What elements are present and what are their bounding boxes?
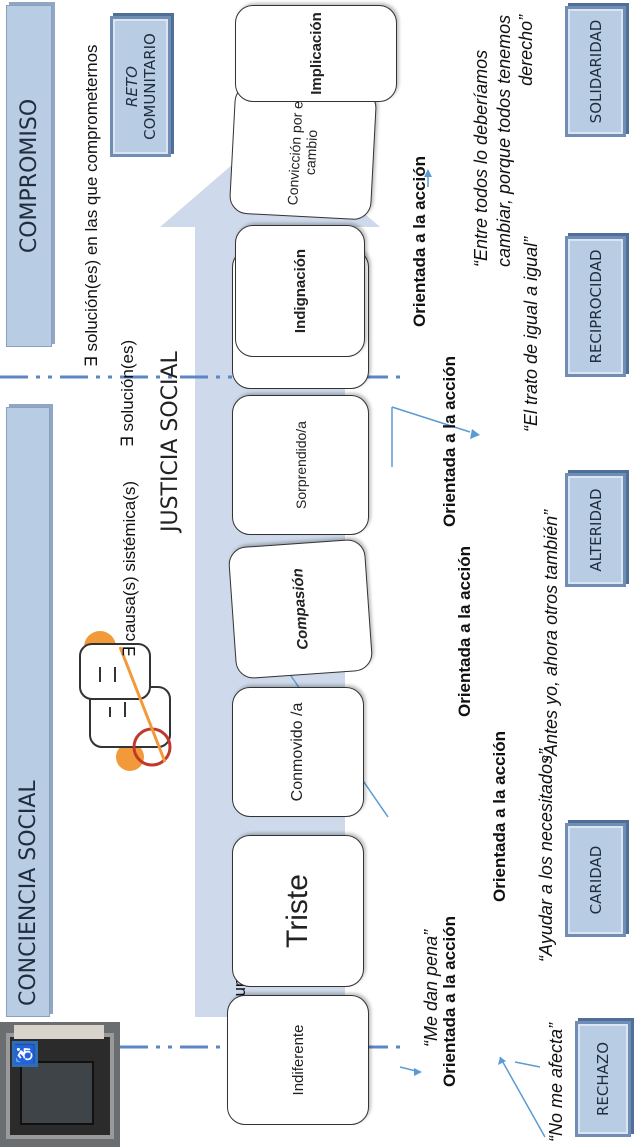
quote-antes-yo: “Antes yo, ahora otros también” [541, 509, 561, 762]
quote-entre-todos-line-2: cambiar, porque todos tenemos [493, 14, 514, 267]
value-reciprocidad: RECIPROCIDAD [565, 236, 626, 377]
quote-ayudar: “Ayudar a los necesitados” [536, 749, 556, 962]
card-indignacion: Indignación [235, 225, 365, 357]
doorway-photo: ♿ [0, 1022, 120, 1147]
orientation-label-1: Orientada a la acción [440, 915, 459, 1087]
value-reto-comunitario: RETO COMUNITARIO [110, 16, 171, 157]
value-rechazo: RECHAZO [575, 1021, 631, 1137]
card-sorprendido: Sorprendido/a [232, 395, 369, 535]
label-solucion: ∃ solución(es) [118, 339, 137, 447]
banner-conciencia-label: CONCIENCIA SOCIAL [15, 780, 41, 1006]
label-causa: ∃ causa(s) sistémica(s) [120, 480, 139, 657]
value-reto-line-1: RETO [122, 66, 141, 107]
quote-entre-todos-line-1: “Entre todos lo deberíamos [471, 49, 491, 267]
card-compasion: Compasión [227, 538, 374, 680]
quote-entre-todos: “Entre todos lo deberíamos cambiar, porq… [470, 15, 538, 267]
banner-conciencia-social: CONCIENCIA SOCIAL [6, 407, 50, 1017]
orientation-label-3: Orientada a la acción [455, 545, 474, 717]
value-alteridad: ALTERIDAD [565, 473, 626, 587]
orientation-label-5: Orientada a la acción [410, 155, 429, 327]
quote-me-dan-pena: “Me dan pena” [421, 929, 441, 1047]
orientation-label-4: Orientada a la acción [440, 355, 459, 527]
door-glass [20, 1061, 94, 1125]
value-solidaridad: SOLIDARIDAD [565, 6, 626, 137]
card-implicacion: Implicación [235, 5, 397, 102]
wheelchair-icon: ♿ [12, 1041, 38, 1067]
quote-no-me-afecta: “No me afecta” [546, 1022, 566, 1142]
card-conviccion: Convicción por el cambio [228, 83, 378, 221]
value-caridad: CARIDAD [565, 823, 626, 937]
card-triste: Triste [232, 835, 364, 987]
justicia-social-label: JUSTICIA SOCIAL [158, 351, 183, 532]
card-conmovido: Conmovido /a [232, 687, 364, 817]
wheelchair-users-illustration [79, 631, 172, 771]
label-comprometernos: ∃ solución(es) en las que comprometernos [82, 44, 101, 367]
banner-compromiso-label: COMPROMISO [16, 98, 42, 254]
quote-entre-todos-line-3: derecho” [516, 14, 536, 86]
value-reto-line-2: COMUNITARIO [140, 33, 159, 140]
card-indiferente: Indiferente [227, 995, 369, 1125]
banner-compromiso: COMPROMISO [6, 5, 52, 347]
wall-strip [14, 1025, 104, 1039]
orientation-label-2: Orientada a la acción [490, 730, 509, 902]
